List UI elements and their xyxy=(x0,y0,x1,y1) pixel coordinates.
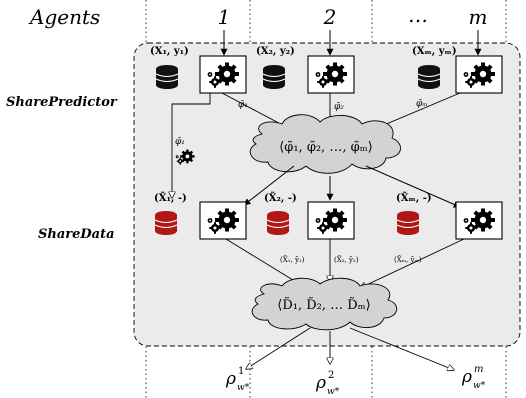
data-aggregation-cloud xyxy=(251,277,398,331)
d-edge-label-1: (X̃₁, ỹ₁) xyxy=(280,256,305,264)
database-icon xyxy=(266,211,290,235)
rho-output-2: ρ 2 w* xyxy=(315,370,340,397)
data-input-1: (X̃₁, -) xyxy=(154,192,187,204)
predictor-model-1 xyxy=(199,55,247,94)
d-edge-label-m: (X̃ₘ, ỹₘ) xyxy=(394,256,422,264)
predictor-input-1: (X₁, y₁) xyxy=(150,46,189,57)
svg-text:ρ: ρ xyxy=(461,367,472,387)
column-header-2: 2 xyxy=(323,5,337,29)
data-model-1 xyxy=(199,201,247,240)
svg-text:w*: w* xyxy=(473,381,486,391)
predictor-model-m xyxy=(455,55,503,94)
phi-edge-label-m: φ̃ₘ xyxy=(416,98,428,109)
column-header-m: m xyxy=(469,5,488,29)
data-model-2 xyxy=(307,201,355,240)
svg-text:ρ: ρ xyxy=(225,369,236,389)
predictor-input-2: (X₂, y₂) xyxy=(256,46,295,57)
database-icon xyxy=(396,211,420,235)
predictor-model-2 xyxy=(307,55,355,94)
phi-cloud-label: ⟨φ̃₁, φ̃₂, …, φ̃ₘ⟩ xyxy=(279,140,373,155)
svg-text:2: 2 xyxy=(328,370,334,381)
database-icon xyxy=(154,211,178,235)
arrow-rho-m xyxy=(349,327,454,370)
d-cloud-label: ⟨D̃₁, D̃₂, … D̃ₘ⟩ xyxy=(277,297,370,313)
phi-aggregation-cloud xyxy=(249,114,401,174)
share-data-label: ShareData xyxy=(38,227,115,242)
d-edge-label-2: (X̃₂, ỹ₂) xyxy=(334,256,359,264)
svg-text:w*: w* xyxy=(237,383,250,393)
database-icon xyxy=(155,65,179,89)
predictor-input-m: (Xₘ, yₘ) xyxy=(412,46,457,57)
svg-text:1: 1 xyxy=(238,366,244,377)
column-header-1: 1 xyxy=(218,5,231,29)
agents-label: Agents xyxy=(28,5,100,29)
rho-output-m: ρ m w* xyxy=(461,364,486,391)
arrow-cloud-to-model-m xyxy=(365,165,461,208)
svg-text:ρ: ρ xyxy=(315,373,326,393)
rho-output-1: ρ 1 w* xyxy=(225,366,250,393)
column-header-ellipsis: … xyxy=(408,3,428,27)
data-input-m: (X̃ₘ, -) xyxy=(396,192,432,204)
database-icon xyxy=(417,65,441,89)
svg-text:w*: w* xyxy=(327,387,340,397)
arrow-data-m xyxy=(360,238,465,288)
phi-side-label: φ̃₁ xyxy=(175,136,185,147)
svg-text:m: m xyxy=(474,364,483,375)
data-model-m xyxy=(455,201,503,240)
arrow-rho-1 xyxy=(246,327,311,369)
phi-edge-label-2: φ̃₂ xyxy=(334,101,344,112)
share-predictor-label: SharePredictor xyxy=(6,95,118,110)
arrow-cloud-to-model-1 xyxy=(243,165,295,206)
phi-edge-label-1: φ̃₁ xyxy=(238,99,248,110)
data-input-2: (X̃₂, -) xyxy=(264,192,297,204)
arrow-phi-side xyxy=(172,93,211,198)
database-icon xyxy=(262,65,286,89)
